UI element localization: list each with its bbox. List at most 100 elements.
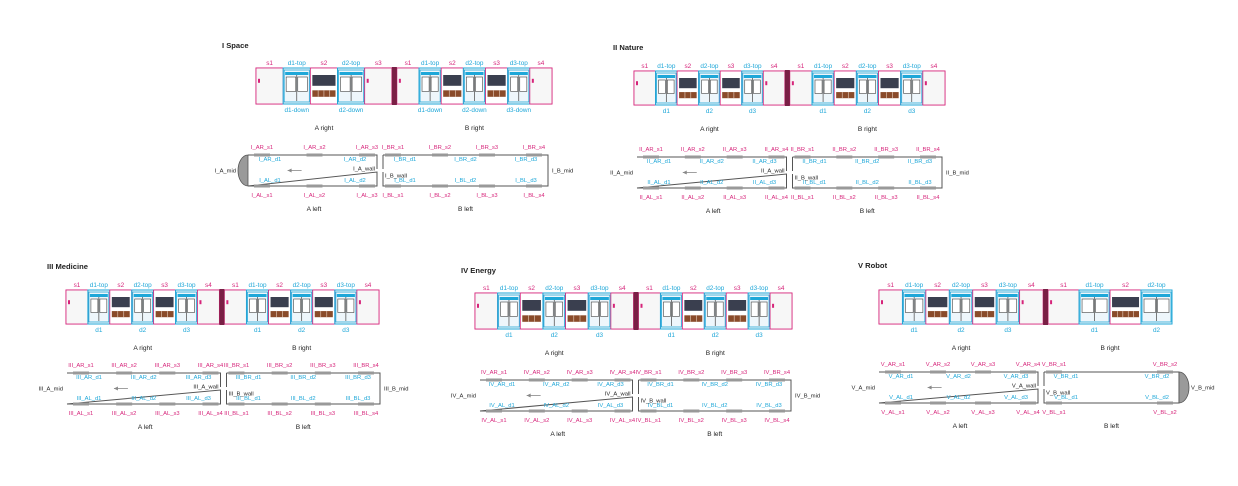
seat-row	[487, 90, 506, 97]
door-strip	[358, 402, 374, 406]
door-header	[89, 294, 108, 297]
marker-dot	[1050, 300, 1053, 305]
door-strip	[768, 186, 785, 190]
left-label-b: B left	[860, 208, 875, 215]
door-window	[1143, 298, 1156, 313]
side-label-b: B right	[292, 345, 311, 352]
door-window	[759, 301, 768, 317]
b-mid-label: I_B_mid	[552, 169, 573, 175]
elevation-label: s2	[690, 285, 697, 292]
door-strip	[726, 155, 743, 159]
plan-door-label: I_AL_d1	[259, 178, 281, 184]
plan-seat-label: II_AR_s1	[639, 147, 663, 153]
door-window	[258, 298, 266, 313]
marker-dot	[531, 78, 534, 83]
elevation-door-label: d3-down	[506, 107, 531, 114]
plan-seat-label: III_AR_s1	[68, 363, 93, 369]
plan-seat-label: I_BR_s4	[523, 145, 546, 151]
marker-dot	[640, 303, 643, 308]
plan-door-label: III_AR_d1	[76, 375, 102, 381]
door-strip	[254, 153, 270, 157]
elevation-label: s4	[771, 63, 778, 70]
marker-dot	[924, 81, 927, 86]
elevation-label: s3	[981, 282, 988, 289]
section-title: II Nature	[613, 43, 643, 52]
marker-dot	[765, 81, 768, 86]
elevation-label: s4	[1028, 282, 1035, 289]
elevation-door-label: d1	[1091, 327, 1099, 334]
plan-door-label: V_AL_d2	[947, 395, 971, 401]
plan-door-label: III_AL_d1	[77, 396, 102, 402]
door-strip	[684, 155, 701, 159]
plan-seat-label: I_BL_s3	[476, 193, 497, 199]
door-window	[554, 301, 563, 317]
end-panel	[396, 67, 420, 105]
plan-seat-label: II_AR_s2	[681, 147, 705, 153]
door-strip	[1020, 370, 1036, 374]
door-strip	[1157, 401, 1173, 405]
seat-panel	[485, 67, 509, 105]
elevation-label: d2-top	[342, 60, 361, 67]
window-panel	[270, 297, 289, 308]
plan-seat-label: IV_AL_s1	[481, 418, 506, 424]
elevation-label: s4	[931, 63, 938, 70]
plan-door-label: II_BL_d3	[908, 180, 931, 186]
a-wall-label: II_A_wall	[761, 169, 785, 175]
end-panel	[789, 70, 813, 106]
cab-nose-left	[237, 154, 249, 187]
door-strip	[528, 409, 545, 413]
elevation-door-label: d1	[663, 108, 671, 115]
direction-arrow-head	[526, 393, 531, 398]
door-window	[914, 298, 924, 313]
plan-seat-label: II_BR_s2	[832, 147, 856, 153]
elevation-label: d1-top	[288, 60, 307, 67]
door-window	[744, 79, 752, 94]
door-strip	[271, 402, 288, 406]
plan-door-label: III_BR_d2	[290, 375, 316, 381]
end-panel	[769, 292, 793, 330]
elevation-label: d1-top	[662, 285, 681, 292]
marker-dot	[477, 303, 479, 308]
side-label-b: B right	[1101, 345, 1120, 352]
plan-seat-label: IV_AR_s4	[609, 370, 636, 376]
plan-seat-label: IV_AL_s4	[610, 418, 636, 424]
door-window	[99, 298, 108, 313]
plan-door-label: III_AR_d3	[186, 375, 212, 381]
elevation-label: s3	[161, 282, 168, 289]
plan-seat-label: IV_BL_s3	[722, 418, 747, 424]
elevation-door-label: d1	[911, 327, 919, 334]
end-panel	[633, 70, 656, 106]
elevation-door-label: d3	[1004, 327, 1012, 334]
plan-door-label: I_AR_d2	[344, 157, 367, 163]
door-strip	[432, 153, 448, 157]
elevation-label: d2-top	[134, 282, 153, 289]
door-window	[600, 301, 609, 317]
side-label-b: B right	[858, 126, 877, 133]
door-window	[351, 76, 362, 92]
elevation-label: s3	[734, 285, 741, 292]
plan-seat-label: IV_BR_s2	[678, 370, 704, 376]
plan-seat-label: I_BR_s1	[382, 145, 404, 151]
left-label-a: A left	[953, 423, 968, 430]
door-header	[814, 75, 833, 78]
elevation-door-label: d3	[749, 108, 757, 115]
plan-seat-label: IV_BR_s1	[635, 370, 661, 376]
door-window	[823, 79, 832, 94]
door-strip	[769, 409, 785, 413]
direction-arrow-head	[113, 386, 118, 391]
door-window	[905, 298, 914, 313]
plan-door-label: III_BR_d1	[236, 375, 262, 381]
plan-seat-label: I_BL_s4	[523, 193, 545, 199]
a-mid-label: IV_A_mid	[451, 394, 476, 400]
elevation-door-label: d1	[254, 327, 262, 334]
left-label-b: B left	[707, 431, 722, 438]
door-header	[858, 75, 877, 78]
elevation-label: d3-top	[999, 282, 1018, 289]
plan-seat-label: III_BL_s3	[311, 411, 336, 417]
door-strip	[202, 371, 219, 375]
plan-door-label: III_BL_d1	[236, 396, 261, 402]
seat-panel	[565, 292, 589, 330]
door-window	[421, 76, 430, 92]
plan-door-label: V_BL_d1	[1054, 395, 1078, 401]
